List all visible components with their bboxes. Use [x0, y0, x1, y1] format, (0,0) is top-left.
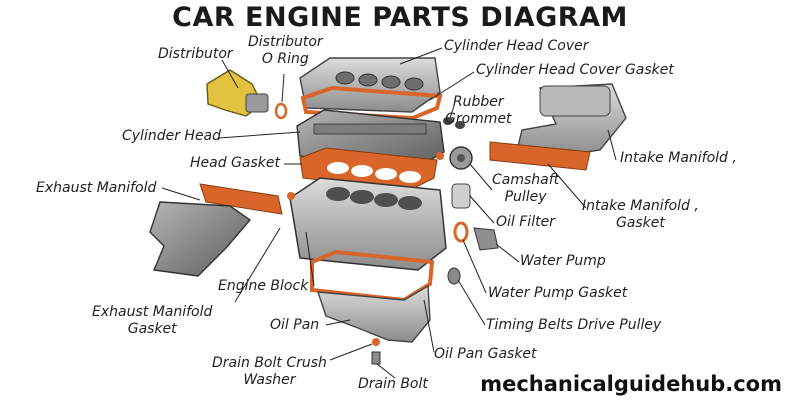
- label-distributor-o-ring-line1: Distributor: [248, 34, 323, 50]
- water-pump-part: [473, 227, 499, 251]
- oil-pan-part: [316, 284, 431, 343]
- label-exhaust-manifold-gasket-line1: Exhaust Manifold: [92, 304, 213, 320]
- label-intake-manifold-gasket-line1: Intake Manifold ,: [582, 198, 699, 214]
- intake-manifold-gasket-part: [489, 141, 591, 171]
- distributor-part: [206, 69, 288, 120]
- label-camshaft-pulley: Camshaft Pulley: [492, 172, 559, 206]
- label-drain-bolt: Drain Bolt: [358, 376, 428, 392]
- label-intake-manifold-gasket-line2: Gasket: [615, 215, 665, 231]
- engine-block-part: [287, 177, 447, 271]
- website-watermark: mechanicalguidehub.com: [480, 372, 782, 396]
- label-distributor: Distributor: [158, 46, 233, 62]
- label-distributor-o-ring-line2: O Ring: [261, 51, 309, 67]
- rubber-grommet-part: [443, 117, 465, 129]
- label-exhaust-manifold: Exhaust Manifold: [36, 180, 157, 196]
- label-head-gasket: Head Gasket: [190, 155, 280, 171]
- label-oil-filter: Oil Filter: [496, 214, 555, 230]
- label-distributor-o-ring: Distributor O Ring: [248, 34, 323, 68]
- label-cylinder-head-cover: Cylinder Head Cover: [444, 38, 589, 54]
- label-engine-block: Engine Block: [218, 278, 309, 294]
- label-camshaft-pulley-line1: Camshaft: [492, 172, 560, 188]
- label-drain-bolt-crush-washer: Drain Bolt Crush Washer: [212, 355, 327, 389]
- label-water-pump: Water Pump: [520, 253, 606, 269]
- water-pump-gasket-part: [453, 221, 469, 243]
- oil-pan-gasket-part: [310, 249, 435, 303]
- label-rubber-grommet-line2: Grommet: [445, 111, 512, 127]
- cylinder-head-cover-gasket-part: [300, 85, 443, 121]
- drain-bolt-part: [371, 351, 381, 365]
- diagram-title: CAR ENGINE PARTS DIAGRAM: [172, 2, 628, 33]
- drain-bolt-crush-washer-part: [372, 338, 380, 346]
- oil-filter-part: [451, 183, 471, 209]
- label-exhaust-manifold-gasket-line2: Gasket: [127, 321, 177, 337]
- label-rubber-grommet: Rubber Grommet: [445, 94, 512, 128]
- label-cylinder-head-cover-gasket: Cylinder Head Cover Gasket: [476, 62, 674, 78]
- label-camshaft-pulley-line2: Pulley: [504, 189, 547, 205]
- label-oil-pan-gasket: Oil Pan Gasket: [434, 346, 537, 362]
- label-drain-bolt-crush-washer-line1: Drain Bolt Crush: [212, 355, 327, 371]
- camshaft-pulley-part: [449, 146, 473, 170]
- label-exhaust-manifold-gasket: Exhaust Manifold Gasket: [92, 304, 212, 338]
- label-intake-manifold: Intake Manifold ,: [620, 150, 737, 166]
- label-rubber-grommet-line1: Rubber: [452, 94, 504, 110]
- label-cylinder-head: Cylinder Head: [122, 128, 222, 144]
- exhaust-manifold-gasket-part: [199, 183, 283, 215]
- label-timing-belts-drive-pulley: Timing Belts Drive Pulley: [486, 317, 662, 333]
- label-intake-manifold-gasket: Intake Manifold , Gasket: [582, 198, 699, 232]
- leader-lines: [161, 47, 617, 379]
- exhaust-manifold-part: [149, 201, 252, 277]
- label-oil-pan: Oil Pan: [270, 317, 320, 333]
- timing-belts-drive-pulley-part: [447, 267, 461, 285]
- label-water-pump-gasket: Water Pump Gasket: [488, 285, 628, 301]
- intake-manifold-part: [517, 83, 627, 157]
- label-drain-bolt-crush-washer-line2: Washer: [243, 372, 296, 388]
